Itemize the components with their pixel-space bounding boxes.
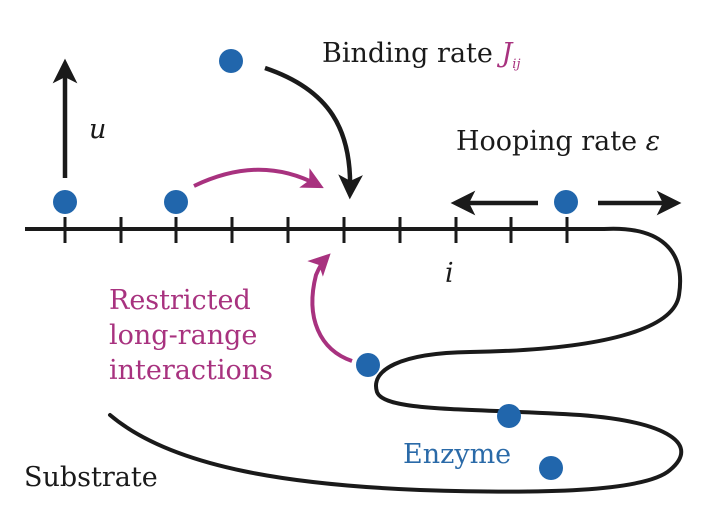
restricted-line-1: Restricted [109, 285, 251, 316]
binding-rate-label: Binding rate Jij [322, 38, 521, 72]
enzyme-label: Enzyme [403, 439, 512, 470]
enzyme-dot [497, 404, 521, 428]
hopping-rate-text: Hooping rate [456, 126, 638, 157]
enzymes [53, 49, 578, 480]
substrate-label: Substrate [24, 462, 158, 493]
restricted-line-3: interactions [109, 355, 273, 386]
enzyme-dot [356, 353, 380, 377]
enzyme-dot [53, 190, 77, 214]
restricted-line-2: long-range [109, 320, 258, 351]
binding-rate-symbol: J [501, 38, 513, 69]
binding-arrow [264, 65, 363, 200]
short-range-hop-arrow [193, 167, 324, 189]
restricted-interactions-label: Restricted long-range interactions [109, 283, 273, 388]
enzyme-dot [219, 49, 243, 73]
binding-rate-subscript: ij [512, 57, 521, 72]
enzyme-dot [164, 190, 188, 214]
site-index-label: i [445, 258, 454, 289]
enzyme-dot [554, 190, 578, 214]
hopping-rate-label: Hooping rate ε [456, 126, 660, 158]
binding-rate-text: Binding rate [322, 38, 493, 69]
hopping-rate-symbol: ε [645, 126, 661, 157]
u-axis-label: u [89, 114, 107, 145]
lattice-ticks [63, 217, 569, 243]
enzyme-dot [539, 456, 563, 480]
long-range-interaction-arrow [307, 253, 353, 363]
